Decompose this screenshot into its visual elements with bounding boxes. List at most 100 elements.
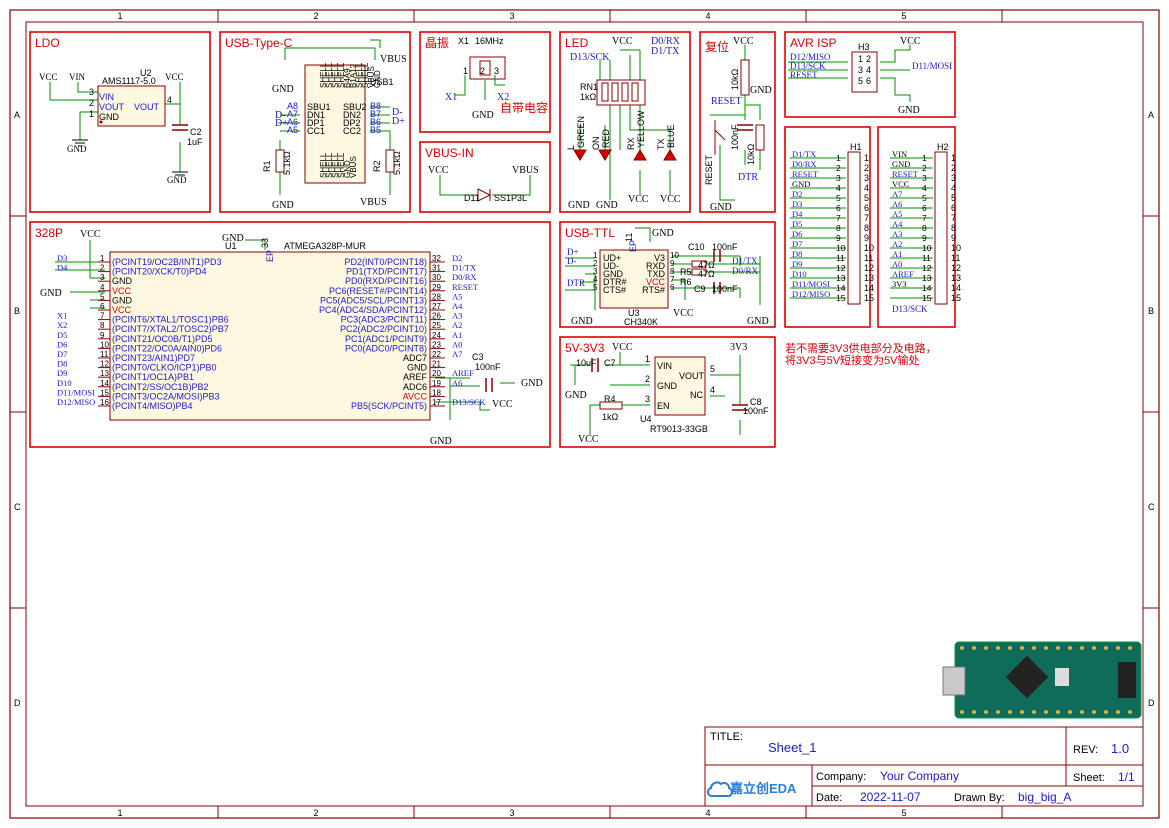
m328-right-pin: PB5(SCK/PCINT5) [351, 401, 427, 411]
m328-right-pin: ADC7 [403, 353, 427, 363]
board-pin [1032, 646, 1036, 650]
rev-value: 1.0 [1111, 741, 1129, 756]
ttl-right-pin: V3 [654, 253, 665, 263]
m328-right-net: A0 [452, 339, 462, 349]
m328-left-num: 10 [100, 340, 109, 349]
usbc-pin-top: SHELL [355, 62, 364, 88]
m328-right-num: 29 [432, 283, 441, 292]
ldo-part: AMS1117-5.0 [102, 76, 156, 86]
board-pin [1128, 646, 1132, 650]
ttl-net-gnd3: GND [747, 316, 769, 327]
m328-left-pin: (PCINT23/AIN1)PD7 [112, 353, 195, 363]
h2-pin-num: 4 [922, 183, 927, 193]
usbc-r2-val: 5.1kΩ [392, 151, 402, 175]
zone-col-top: 4 [705, 11, 710, 21]
led-color: BLUE [666, 124, 676, 148]
ldo-block: U2 AMS1117-5.0 VIN VOUT GND VOUT 3 2 1 4… [39, 68, 203, 185]
m328-right-num: 32 [432, 254, 441, 263]
h2-net: AREF [892, 269, 914, 279]
ttl-c10: C10 [688, 242, 705, 252]
m328-left-num: 15 [100, 388, 109, 397]
m328-left-net: D10 [57, 378, 72, 388]
usbc-pin-top: SHELL [331, 62, 340, 88]
h2-pin-num: 9 [922, 233, 927, 243]
m328-right-net: A1 [452, 330, 462, 340]
usbc-net-dplus-r: D+ [392, 116, 405, 127]
avr-net-mosi: D11/MOSI [912, 61, 952, 71]
sheet-inner-border [25, 21, 1144, 807]
ttl-right-num: 6 [670, 283, 675, 292]
ttl-net-vcc: VCC [673, 308, 694, 319]
h2-body [934, 151, 948, 305]
h2-net: A5 [892, 209, 902, 219]
led-block: VCC D0/RX D1/TX D13/SCK GND GND VCC VCC … [566, 36, 681, 211]
m328-right-num: 18 [432, 388, 441, 397]
h2-pin-num: 10 [922, 243, 932, 253]
led-net-vcc3: VCC [660, 194, 681, 205]
ttl-ep: EP [628, 240, 638, 252]
h2-net: A4 [892, 219, 903, 229]
usbc-pin-right: DN2 [343, 110, 361, 120]
avr-net-reset: RESET [790, 70, 818, 80]
usbc-pin-right: DP2 [343, 118, 361, 128]
ttl-net-dtr: DTR [567, 278, 585, 288]
m328-left-net: D8 [57, 359, 67, 369]
h1-pin-num-r: 2 [864, 163, 869, 173]
board-pin [972, 710, 976, 714]
block-title-reset: 复位 [705, 39, 729, 54]
zone-row-left: C [14, 502, 21, 512]
h1-net: D1/TX [792, 149, 816, 159]
zone-col-bottom: 3 [509, 808, 514, 818]
ldo3-c7: C7 [604, 358, 616, 368]
ttl-net-dplus: D+ [567, 247, 579, 257]
m328-right-pin: GND [407, 363, 428, 373]
h1-pin-num: 15 [836, 293, 846, 303]
m328-left-pin: GND [112, 295, 133, 305]
board-photo [942, 641, 1142, 719]
zone-row-left: D [14, 698, 21, 708]
m328-right-num: 31 [432, 264, 441, 273]
usbc-pin-top: VBUS [367, 66, 376, 88]
zone-row-left: B [14, 306, 20, 316]
m328-right-net: D13/SCK [452, 397, 486, 407]
ldo3-pin-nc: NC [690, 390, 703, 400]
m328-right-net: AREF [452, 368, 474, 378]
h2-pin-num-r: 5 [951, 193, 956, 203]
h1-pin-num-r: 11 [864, 253, 873, 263]
led-name: RX [626, 137, 636, 150]
ldo3-c8v: 100nF [743, 406, 769, 416]
block-title-usbc: USB-Type-C [225, 36, 293, 50]
ttl-net-gnd2: GND [652, 228, 674, 239]
m328-right-pin: PD2(INT0/PCINT18) [344, 257, 427, 267]
ldo3-pin-vin: VIN [657, 361, 672, 371]
m328-left-num: 13 [100, 369, 109, 378]
zone-col-top: 2 [313, 11, 318, 21]
avr-pin4: 4 [866, 65, 871, 75]
sheet-label: Sheet: [1073, 772, 1105, 784]
h1-net: D2 [792, 189, 802, 199]
ttl-right-num: 10 [670, 251, 679, 260]
ttl-left-pin: CTS# [603, 285, 626, 295]
h1-pin-num: 13 [836, 273, 846, 283]
m328-left-num: 4 [100, 283, 105, 292]
m328-left-net: D7 [57, 349, 67, 359]
avr-pin2: 2 [866, 54, 871, 64]
reset-r7v: 10kΩ [746, 143, 756, 165]
vbusin-block: VCC VBUS D11 SS1P3L [428, 165, 539, 203]
h1-pin-num-r: 5 [864, 193, 869, 203]
ldo3-r4: R4 [604, 394, 616, 404]
board-pin [1056, 646, 1060, 650]
usbc-net-gnd: GND [272, 84, 294, 95]
ttl-ref: U3 [628, 308, 640, 318]
m328-left-pin: (PCINT0/CLKO/ICP1)PB0 [112, 363, 217, 373]
usbc-pin-top: SHELL [319, 62, 328, 88]
m328-right-pin: PC6(RESET#/PCINT14) [329, 286, 427, 296]
h2-pin-num-r: 4 [951, 183, 956, 193]
h1-pin-num-r: 10 [864, 243, 874, 253]
5v-3v3-block: VIN GND EN VOUT NC 1 2 3 5 4 U4 RT9013-3… [565, 342, 769, 445]
date-label: Date: [816, 792, 842, 804]
usbc-pin-top: GND [373, 70, 382, 88]
h2-bottom-net: D13/SCK [892, 304, 928, 314]
usbc-r2-ref: R2 [372, 160, 382, 172]
zone-col-top: 3 [509, 11, 514, 21]
